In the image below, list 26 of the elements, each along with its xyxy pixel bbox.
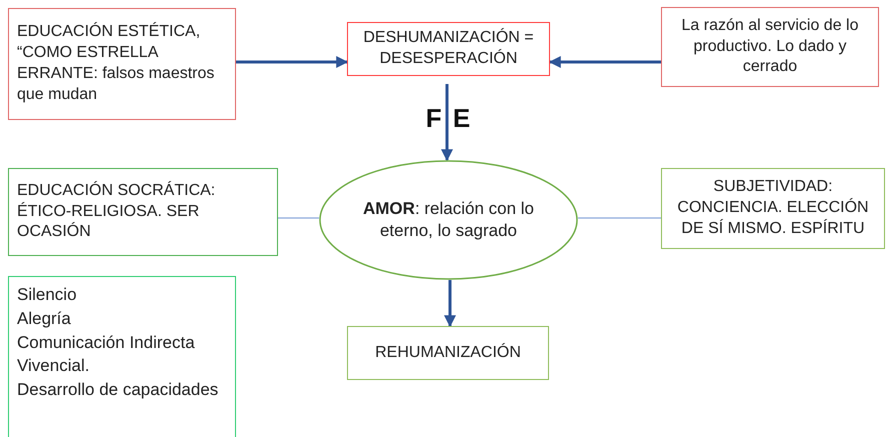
process-box <box>661 7 879 87</box>
connector-line <box>578 217 661 219</box>
arrow <box>236 56 348 68</box>
node-text: AMOR: relación con lo eterno, lo sagrado <box>362 198 536 242</box>
node-text: DESHUMANIZACIÓN = DESESPERACIÓN <box>362 28 535 69</box>
list-box <box>8 276 236 437</box>
node-text: EDUCACIÓN ESTÉTICA, “COMO ESTRELLA ERRANTE: falsos maestros que mudan <box>17 22 216 105</box>
process-box <box>8 168 278 256</box>
edge-label: F E <box>426 103 470 134</box>
node-text: SUBJETIVIDAD: CONCIENCIA. ELECCIÓN DE SÍ MISMO. ESPÍRITU <box>676 177 870 239</box>
process-box <box>347 326 549 380</box>
node-text: La razón al servicio de lo productivo. Lo dado y cerrado <box>680 16 860 78</box>
arrow <box>444 280 456 328</box>
concept-ellipse <box>319 160 578 280</box>
arrow <box>548 56 661 68</box>
connector-line <box>278 217 320 219</box>
arrow <box>441 84 453 162</box>
process-box <box>661 168 885 249</box>
node-text: Silencio <box>17 284 78 306</box>
node-text: Comunicación Indirecta Vivencial. <box>17 332 196 378</box>
node-text: Desarrollo de capacidades <box>17 379 220 402</box>
process-box <box>347 22 550 76</box>
node-text: REHUMANIZACIÓN <box>374 342 522 363</box>
process-box <box>8 8 236 120</box>
node-text: Alegría <box>17 308 72 330</box>
node-text: EDUCACIÓN SOCRÁTICA: ÉTICO-RELIGIOSA. SER OCASIÓN <box>17 180 216 242</box>
